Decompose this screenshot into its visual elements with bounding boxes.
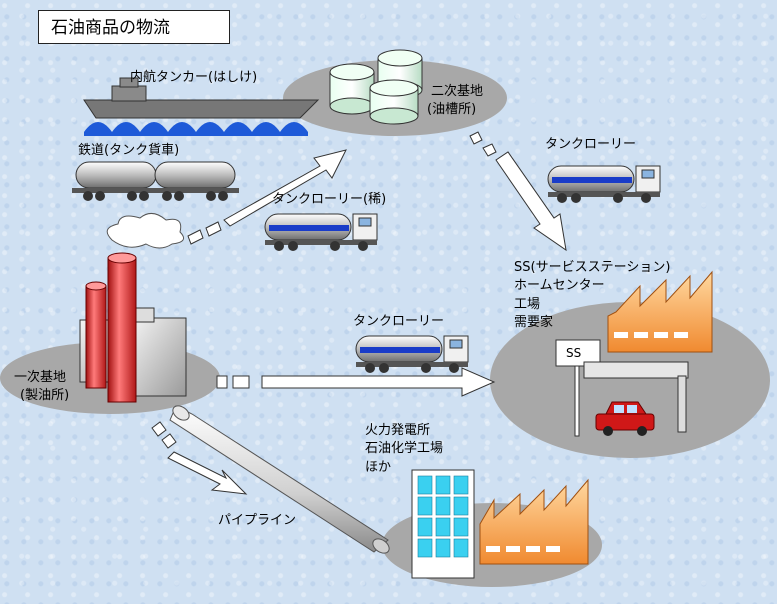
primary-base-label-1: 一次基地 xyxy=(14,370,67,385)
power-plant-label: 火力発電所 xyxy=(365,423,431,438)
coastal-tanker-icon xyxy=(83,77,320,136)
tank-railcar-icon xyxy=(71,161,240,202)
factory-icon xyxy=(607,270,713,353)
service-station-icon xyxy=(555,339,689,437)
secondary-base-label-2: (油槽所) xyxy=(427,102,477,117)
arrow-to-pipeline xyxy=(151,421,248,495)
destination-ss-label: SS(サービスステーション) xyxy=(514,260,671,275)
refinery-icon xyxy=(79,213,187,403)
destination-consumer-label: 需要家 xyxy=(514,315,554,330)
coastal-tanker-label: 内航タンカー(はしけ) xyxy=(130,70,258,85)
others-label: ほか xyxy=(365,460,392,475)
tank-lorry-rare-label: タンクローリー(稀) xyxy=(272,192,387,207)
ss-sign-text: SS xyxy=(566,346,582,360)
tank-lorry-rare-icon xyxy=(264,213,378,252)
arrow-to-destinations xyxy=(469,131,567,252)
railway-label: 鉄道(タンク貨車) xyxy=(78,143,180,158)
tank-lorry-middle-icon xyxy=(355,335,469,374)
destination-homecenter-label: ホームセンター xyxy=(514,278,605,293)
pipeline-label: パイプライン xyxy=(218,513,297,528)
tank-lorry-top-right-icon xyxy=(547,165,661,204)
tank-lorry-top-right-label: タンクローリー xyxy=(545,137,637,152)
arrow-to-secondary-base xyxy=(187,149,347,245)
destination-factory-label: 工場 xyxy=(514,297,541,312)
petrochemical-label: 石油化学工場 xyxy=(365,441,444,456)
car-icon xyxy=(595,401,655,436)
diagram-title: 石油商品の物流 xyxy=(38,10,230,44)
pipeline-icon xyxy=(169,405,390,554)
power-plant-building-icon xyxy=(411,469,475,579)
tank-lorry-middle-label: タンクローリー xyxy=(353,314,445,329)
industrial-factory-icon xyxy=(479,478,589,565)
primary-base-label-2: (製油所) xyxy=(20,388,70,403)
secondary-base-label-1: 二次基地 xyxy=(431,84,484,99)
oil-storage-tanks-icon xyxy=(329,49,423,125)
arrow-primary-to-destinations xyxy=(216,367,496,397)
